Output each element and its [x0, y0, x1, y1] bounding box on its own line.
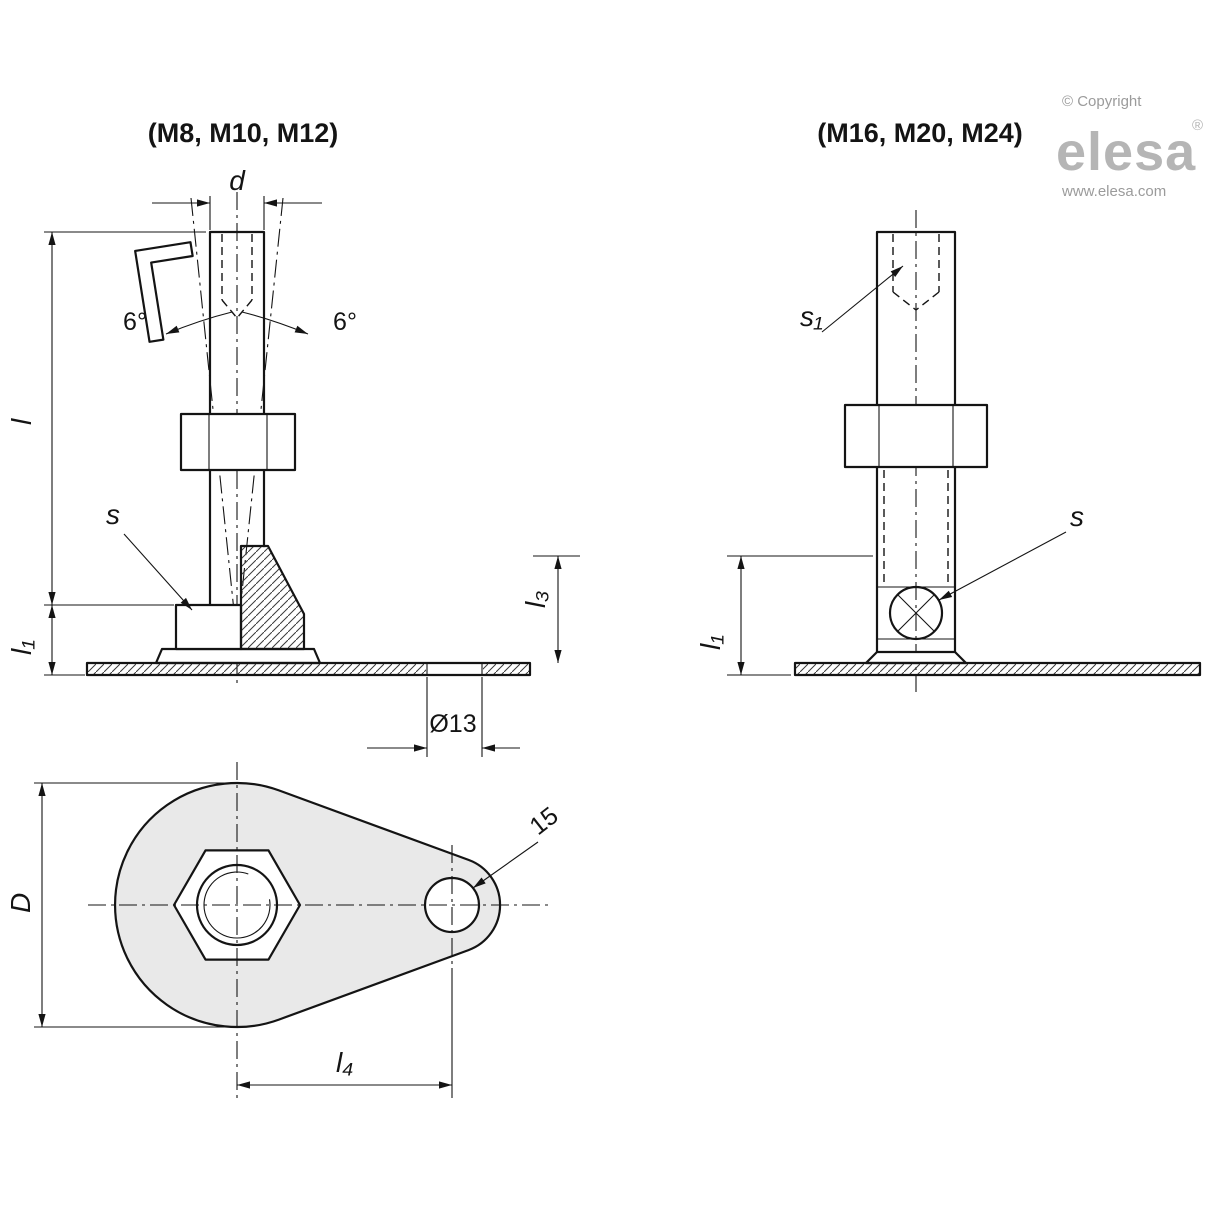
dim-d: d [229, 165, 246, 196]
elesa-logo: elesa [1056, 122, 1196, 182]
right-view: (M16, M20, M24) [695, 118, 1202, 692]
bottom-view: D 15 l₄ [5, 762, 564, 1100]
left-view-title: (M8, M10, M12) [148, 118, 339, 148]
website-text: www.elesa.com [1061, 183, 1166, 200]
left-hex-nut [179, 412, 297, 472]
dim-l1-left: l₁ [6, 640, 37, 655]
right-foot [864, 650, 968, 665]
dim-dia13: Ø13 [429, 710, 476, 738]
left-foot [154, 544, 322, 665]
left-hex-key [134, 241, 194, 343]
dim-l: l [6, 418, 37, 425]
dim-l3: l₃ [520, 591, 551, 608]
bottom-center-lines [88, 762, 548, 1100]
dim-l1-right: l₁ [695, 635, 726, 650]
right-ball-socket [877, 585, 955, 641]
dim-D: D [5, 893, 36, 913]
right-hex-nut [843, 403, 989, 469]
dim-s-right: s [1070, 501, 1084, 532]
dim-angle-right: 6° [333, 308, 357, 336]
dim-l4: l₄ [336, 1047, 353, 1078]
left-dimensions: d 6° 6° l l₁ s l₃ [6, 165, 580, 757]
right-dimensions: s₁ s l₁ [695, 265, 1084, 676]
dim-s-left: s [106, 499, 120, 530]
dim-15: 15 [524, 802, 563, 841]
right-view-title: (M16, M20, M24) [817, 118, 1023, 148]
left-view: (M8, M10, M12) [6, 118, 580, 757]
right-base-plate [793, 661, 1202, 677]
left-base-plate [85, 661, 532, 677]
registered-mark: ® [1192, 117, 1203, 134]
branding: © Copyright elesa ® www.elesa.com [1056, 93, 1203, 200]
dim-angle-left: 6° [123, 308, 147, 336]
dim-s1: s₁ [800, 301, 823, 332]
copyright-text: © Copyright [1062, 93, 1142, 110]
